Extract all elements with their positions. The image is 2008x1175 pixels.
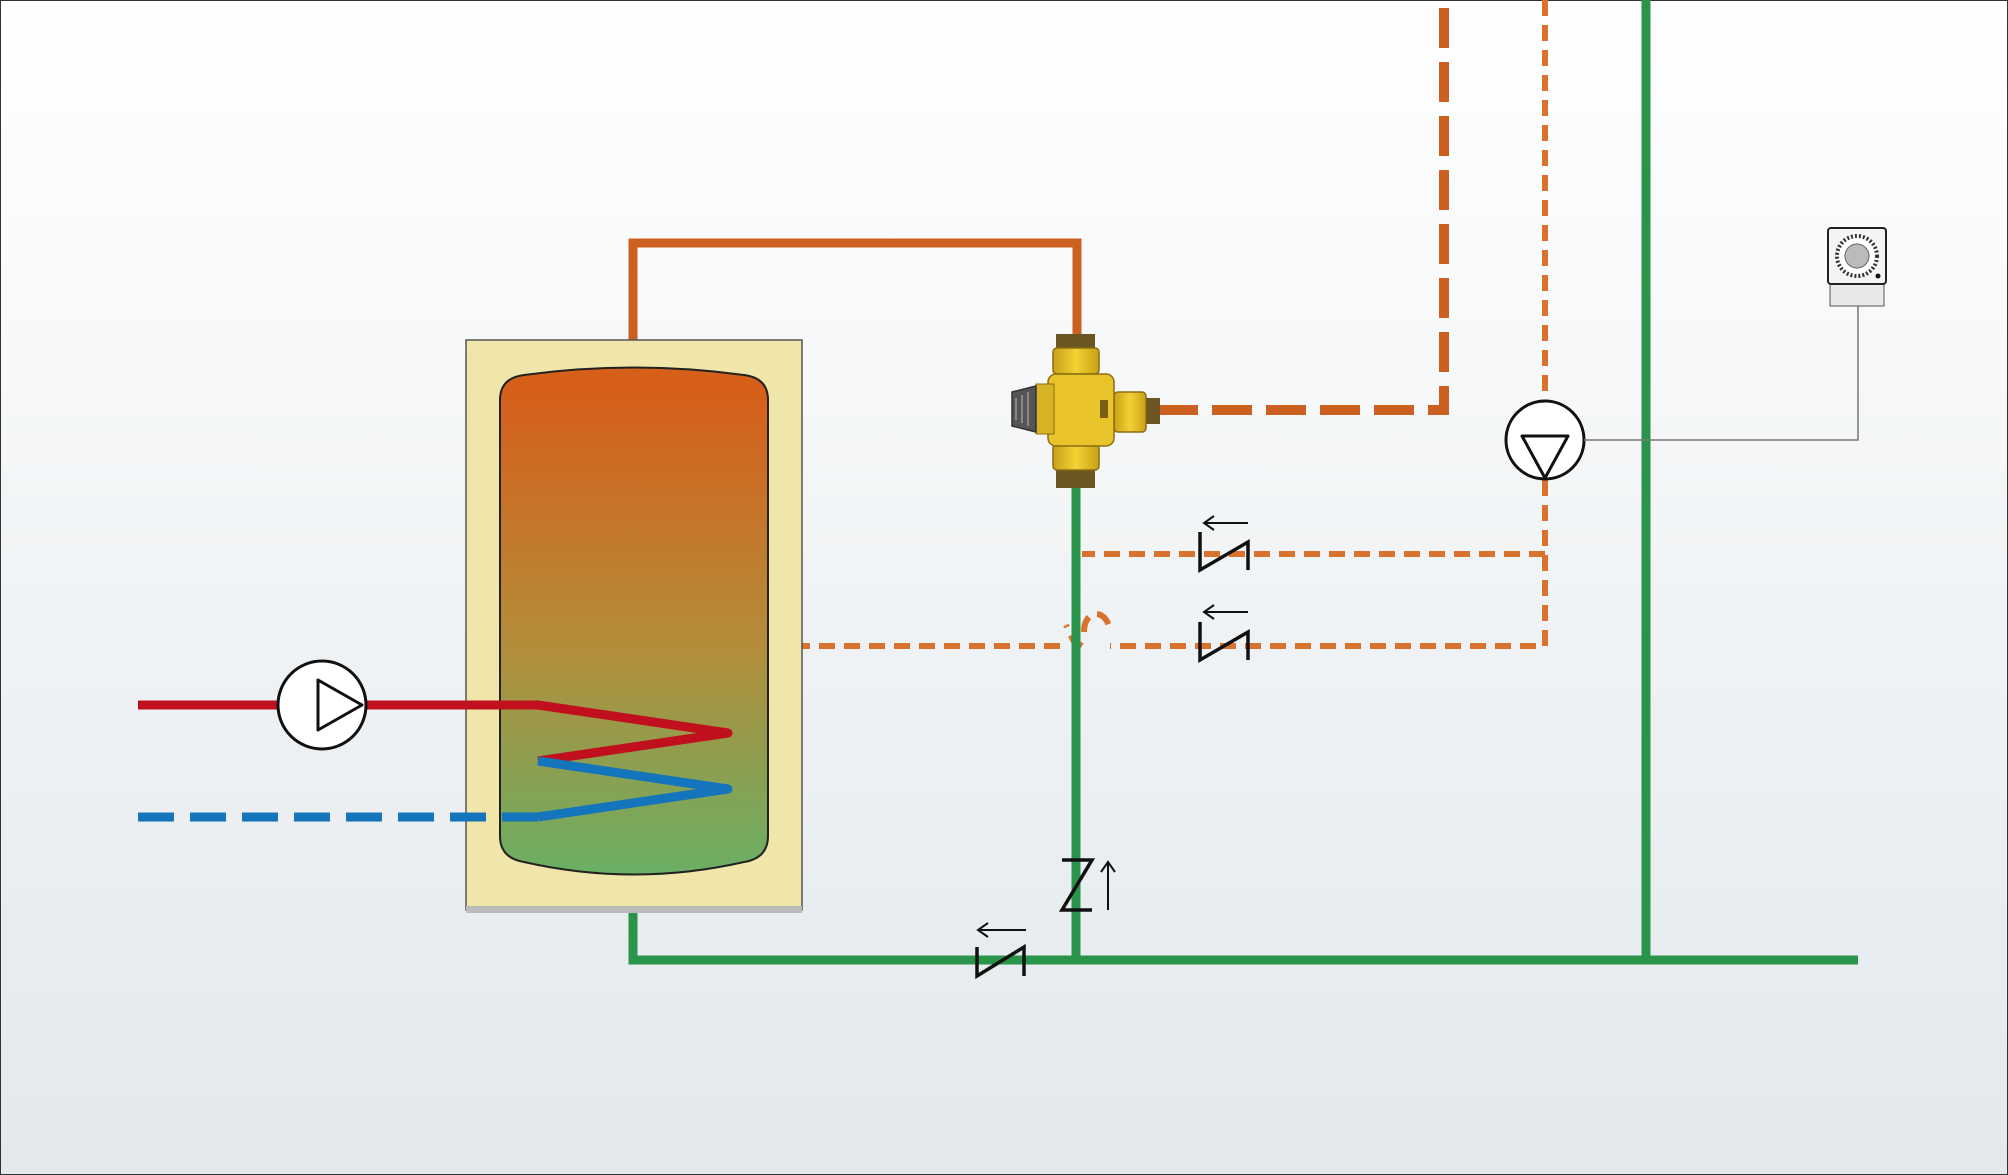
check-valves — [975, 515, 1250, 980]
recirculation-pipes — [770, 0, 1548, 649]
tank-vessel — [499, 366, 769, 876]
primary-return-pipe — [138, 756, 733, 822]
recirculation-pump — [1504, 399, 1586, 481]
check-valve-upper-recirc — [1198, 515, 1250, 574]
check-valve-cold-inlet — [975, 922, 1026, 980]
valve-knob-icon — [1011, 385, 1037, 433]
thermostatic-mixing-valve — [1011, 334, 1160, 488]
pump-arrow-right-icon — [316, 678, 364, 732]
check-valve-lower-recirc — [1198, 604, 1250, 664]
primary-pump-circle — [276, 659, 368, 751]
control-wire — [1584, 306, 1859, 441]
hot-supply-pipe — [1158, 0, 1449, 415]
storage-tank — [465, 339, 803, 913]
recirculation-pump-circle — [1504, 399, 1586, 481]
pump-arrow-down-icon — [1520, 434, 1570, 480]
primary-flow-pipe — [138, 700, 733, 766]
timer-thermostat — [1827, 227, 1887, 307]
tank-hot-outlet-pipe — [628, 238, 1082, 370]
check-valve-cold-bypass — [1058, 858, 1116, 912]
primary-pump — [276, 659, 368, 751]
